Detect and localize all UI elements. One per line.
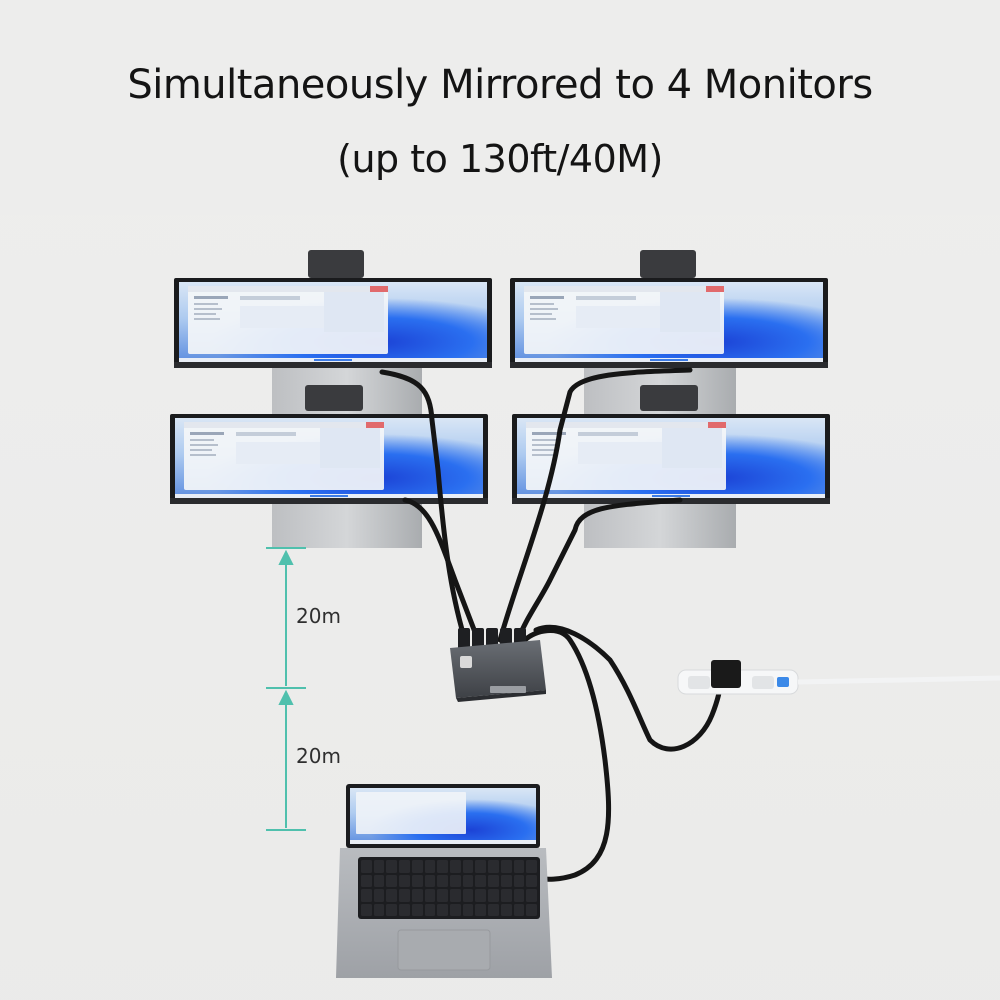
distance-lower-label: 20m	[296, 744, 341, 768]
monitor-icon	[510, 278, 828, 368]
distance-upper-label: 20m	[296, 604, 341, 628]
headline-title: Simultaneously Mirrored to 4 Monitors	[127, 62, 873, 108]
power-strip-icon	[677, 660, 1000, 695]
hdmi-splitter-icon	[450, 640, 546, 702]
laptop-keyboard	[358, 857, 540, 919]
up-arrow-icon	[278, 689, 294, 705]
distance-scale	[266, 547, 306, 831]
monitor-icon	[174, 278, 492, 368]
headline-subtitle: (up to 130ft/40M)	[337, 137, 663, 181]
cable-icon	[379, 367, 725, 882]
up-arrow-icon	[278, 549, 294, 565]
